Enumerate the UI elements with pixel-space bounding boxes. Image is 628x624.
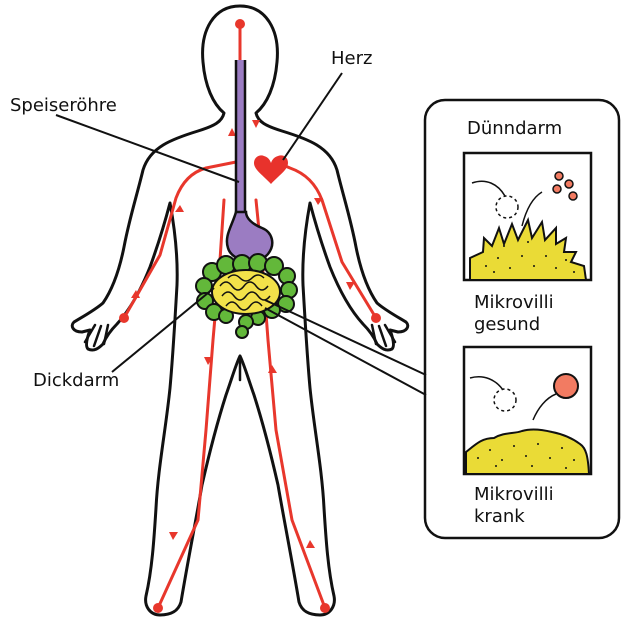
label-mikrovilli-krank-2: krank bbox=[474, 506, 525, 527]
label-mikrovilli-gesund-1: Mikrovilli bbox=[474, 292, 554, 313]
label-herz: Herz bbox=[331, 48, 372, 69]
label-dickdarm: Dickdarm bbox=[33, 370, 119, 391]
small-intestine-icon bbox=[212, 270, 280, 314]
label-duenndarm: Dünndarm bbox=[467, 118, 562, 139]
label-mikrovilli-gesund-2: gesund bbox=[474, 314, 540, 335]
villi-healthy-panel bbox=[464, 153, 591, 280]
esophagus bbox=[236, 60, 245, 215]
label-mikrovilli-krank-1: Mikrovilli bbox=[474, 484, 554, 505]
label-speiseroehre: Speiseröhre bbox=[10, 95, 117, 116]
villi-diseased-panel bbox=[464, 347, 591, 474]
